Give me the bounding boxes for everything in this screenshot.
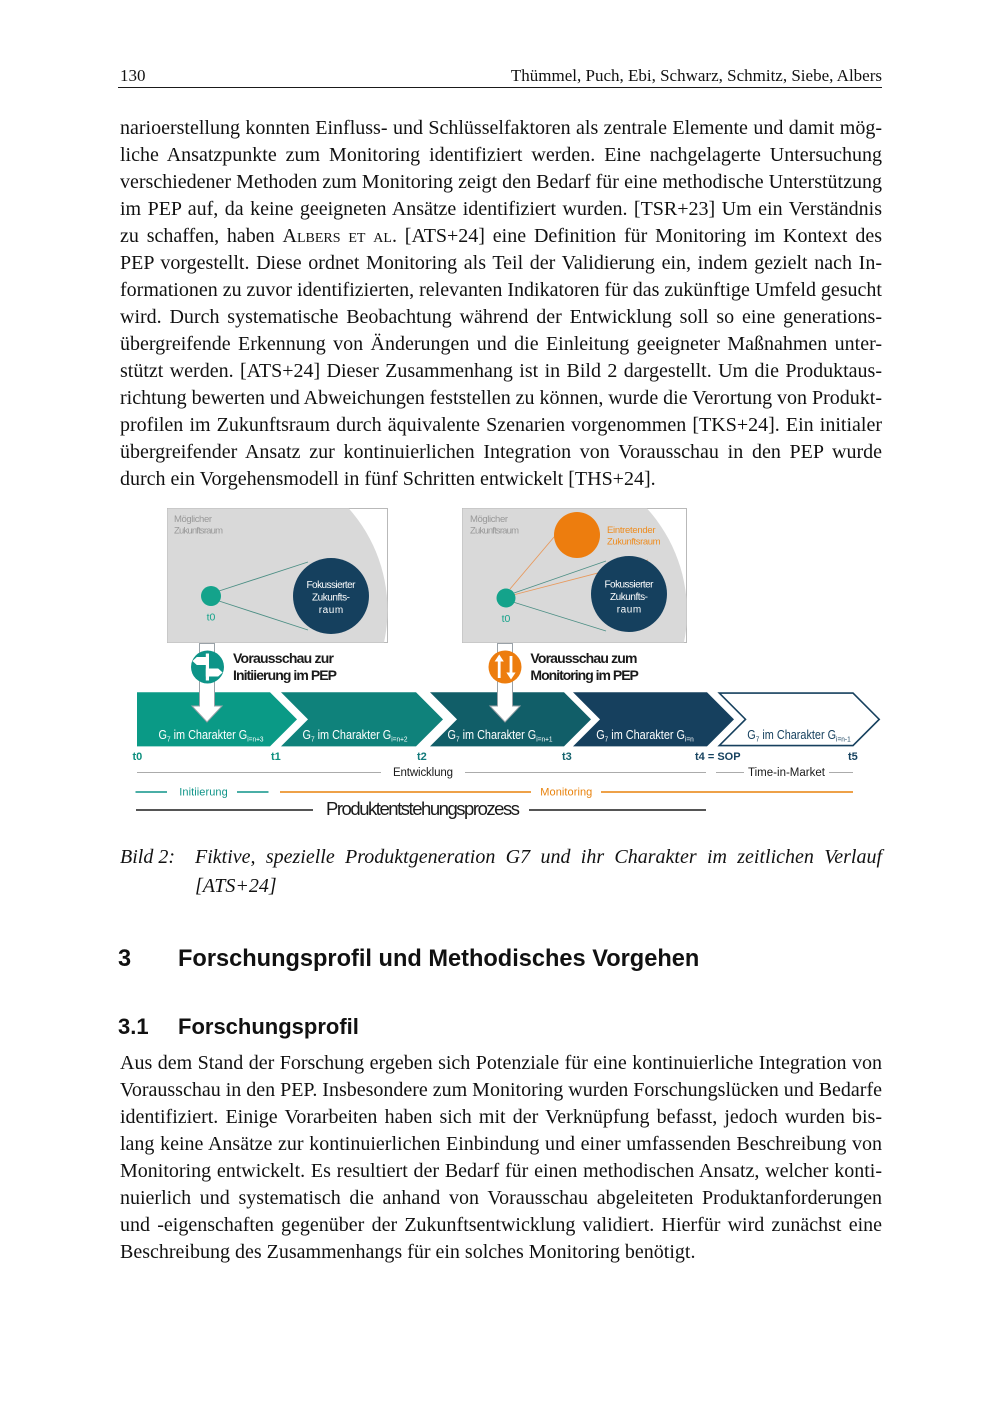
svg-text:Zukunftsraum: Zukunftsraum [607, 536, 661, 547]
svg-text:t0: t0 [502, 613, 511, 625]
svg-text:t1: t1 [271, 751, 281, 763]
svg-text:Vorausschau zur: Vorausschau zur [233, 650, 335, 666]
svg-text:t3: t3 [562, 751, 572, 763]
svg-text:Monitoring: Monitoring [540, 787, 592, 799]
svg-text:Zukunftsraum: Zukunftsraum [470, 526, 519, 537]
svg-text:raum: raum [617, 605, 642, 616]
svg-text:Entwicklung: Entwicklung [393, 767, 453, 779]
svg-text:G7 im Charakter Gi=n+1: G7 im Charakter Gi=n+1 [447, 728, 552, 743]
svg-text:Möglicher: Möglicher [470, 514, 508, 525]
svg-text:t5: t5 [848, 751, 858, 763]
svg-text:Fokussierter: Fokussierter [307, 580, 357, 591]
svg-text:t2: t2 [417, 751, 427, 763]
svg-text:t0: t0 [133, 751, 143, 763]
svg-text:G7 im Charakter Gi=n+3: G7 im Charakter Gi=n+3 [158, 728, 263, 743]
svg-text:t0: t0 [207, 612, 216, 624]
svg-text:Initiierung: Initiierung [179, 787, 228, 799]
svg-text:Initiierung im PEP: Initiierung im PEP [233, 667, 337, 683]
svg-text:Fokussierter: Fokussierter [605, 580, 655, 591]
svg-text:Time-in-Market: Time-in-Market [748, 767, 826, 779]
svg-text:G7 im Charakter Gi=n-1: G7 im Charakter Gi=n-1 [747, 728, 851, 743]
svg-text:Möglicher: Möglicher [174, 514, 212, 525]
svg-text:Produktentstehungsprozess: Produktentstehungsprozess [326, 798, 520, 819]
svg-text:Zukunfts-: Zukunfts- [312, 593, 350, 604]
svg-text:Zukunftsraum: Zukunftsraum [174, 526, 223, 537]
svg-text:Eintretender: Eintretender [607, 525, 656, 536]
svg-text:Zukunfts-: Zukunfts- [610, 592, 648, 603]
svg-text:G7 im Charakter Gi=n+2: G7 im Charakter Gi=n+2 [302, 728, 407, 743]
svg-text:Vorausschau zum: Vorausschau zum [530, 650, 637, 666]
svg-text:t4 = SOP: t4 = SOP [695, 751, 741, 763]
svg-text:G7 im Charakter Gi=n: G7 im Charakter Gi=n [596, 728, 694, 743]
svg-text:raum: raum [319, 605, 344, 616]
svg-text:Monitoring im PEP: Monitoring im PEP [530, 667, 639, 683]
